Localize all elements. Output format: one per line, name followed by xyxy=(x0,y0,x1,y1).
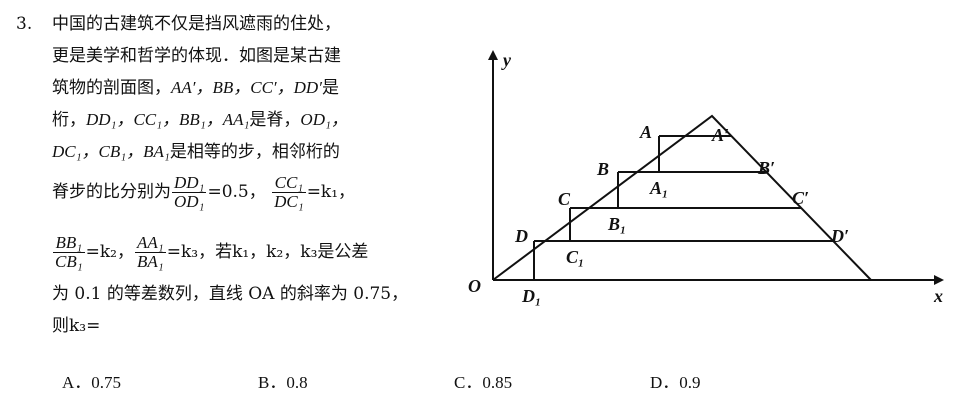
label-c: C xyxy=(558,189,571,209)
label-d: D xyxy=(514,226,528,246)
label-d1: D₁ xyxy=(521,286,541,306)
question-number: 3. xyxy=(16,14,33,34)
label-y: y xyxy=(501,50,512,70)
question-line-1: 中国的古建筑不仅是挡风遮雨的住处， xyxy=(52,14,341,34)
label-b: B xyxy=(596,159,609,179)
label-c1: C₁ xyxy=(566,247,584,267)
purlin-lines xyxy=(534,135,834,242)
label-a-prime: A′ xyxy=(711,125,729,145)
question-line-4: 桁，DD₁，CC₁，BB₁，AA₁是脊，OD₁， xyxy=(52,110,348,130)
option-a[interactable]: A．0.75 xyxy=(62,373,122,392)
label-a: A xyxy=(639,122,652,142)
roof-section-figure: y x O A A′ A₁ B B′ B₁ C C′ C₁ D D′ D₁ xyxy=(468,50,944,306)
label-c-prime: C′ xyxy=(792,188,809,208)
label-d-prime: D′ xyxy=(830,226,849,246)
option-b[interactable]: B．0.8 xyxy=(258,373,308,392)
option-d[interactable]: D．0.9 xyxy=(650,373,701,392)
label-a1: A₁ xyxy=(649,178,668,198)
option-c[interactable]: C．0.85 xyxy=(454,373,513,392)
roof-outline xyxy=(492,114,872,281)
label-o: O xyxy=(468,276,481,296)
question-line-9: 则k₃= xyxy=(52,316,101,336)
question-line-2: 更是美学和哲学的体现．如图是某古建 xyxy=(52,46,341,66)
label-b-prime: B′ xyxy=(757,158,775,178)
question-line-8: 为 0.1 的等差数列，直线 OA 的斜率为 0.75， xyxy=(52,284,409,304)
question-line-5: DC₁，CB₁，BA₁是相等的步，相邻桁的 xyxy=(52,142,340,162)
label-x: x xyxy=(933,286,943,306)
ridge-lines xyxy=(533,136,660,280)
label-b1: B₁ xyxy=(607,214,626,234)
question-line-3: 筑物的剖面图，AA′，BB，CC′，DD′是 xyxy=(52,78,339,98)
figure-labels: y x O A A′ A₁ B B′ B₁ C C′ C₁ D D′ D₁ xyxy=(468,50,943,306)
